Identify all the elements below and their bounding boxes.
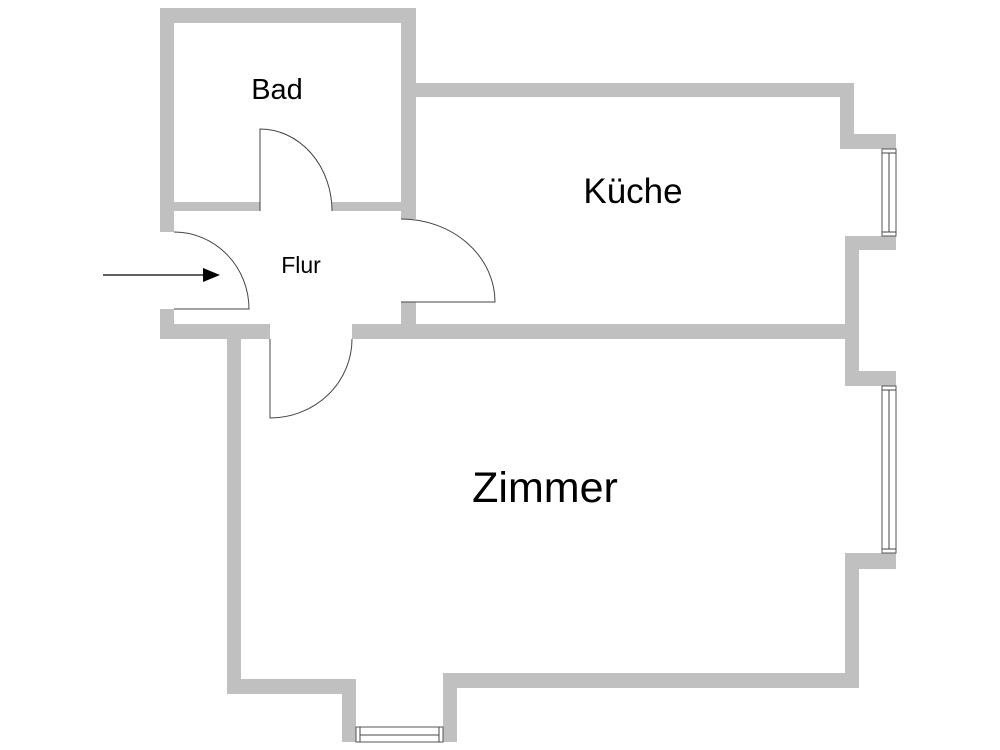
wall-kitchen-right-upper xyxy=(840,83,854,149)
wall-flur-kitchen-stub xyxy=(401,302,416,327)
doors xyxy=(173,128,496,419)
wall-kitchen-zimmer xyxy=(352,324,859,339)
wall-zimmer-bay-left xyxy=(342,679,356,742)
wall-flur-bottom-left xyxy=(160,324,270,339)
room-label-bad: Bad xyxy=(251,74,303,106)
walls xyxy=(160,8,896,742)
wall-bad-top xyxy=(160,8,416,23)
door-zimmer xyxy=(269,338,353,419)
wall-bad-bottom-right xyxy=(332,202,401,211)
wall-zimmer-bottom-right xyxy=(443,673,859,688)
door-kitchen xyxy=(400,218,496,303)
wall-zimmer-bottom-left xyxy=(227,679,356,694)
windows xyxy=(355,148,897,743)
wall-kitchen-top xyxy=(416,83,854,97)
room-label-kueche: Küche xyxy=(583,172,682,211)
wall-bad-right xyxy=(401,8,416,219)
room-label-zimmer: Zimmer xyxy=(472,464,618,512)
door-entrance xyxy=(173,231,250,310)
room-label-flur: Flur xyxy=(281,252,321,278)
window-kitchen xyxy=(881,148,897,237)
wall-bad-left xyxy=(160,8,174,232)
wall-zimmer-bay-right xyxy=(443,673,457,742)
window-zimmer-bottom xyxy=(355,726,444,743)
wall-right-middle xyxy=(845,236,859,386)
wall-zimmer-right xyxy=(845,553,859,688)
door-bad xyxy=(259,128,333,212)
wall-zimmer-notch-upper xyxy=(845,371,896,386)
wall-kitchen-notch-upper xyxy=(840,134,896,149)
arrow-right-icon xyxy=(103,268,220,282)
wall-zimmer-left xyxy=(227,339,241,694)
window-zimmer-right xyxy=(881,385,897,554)
wall-bad-bottom-left xyxy=(174,202,260,211)
